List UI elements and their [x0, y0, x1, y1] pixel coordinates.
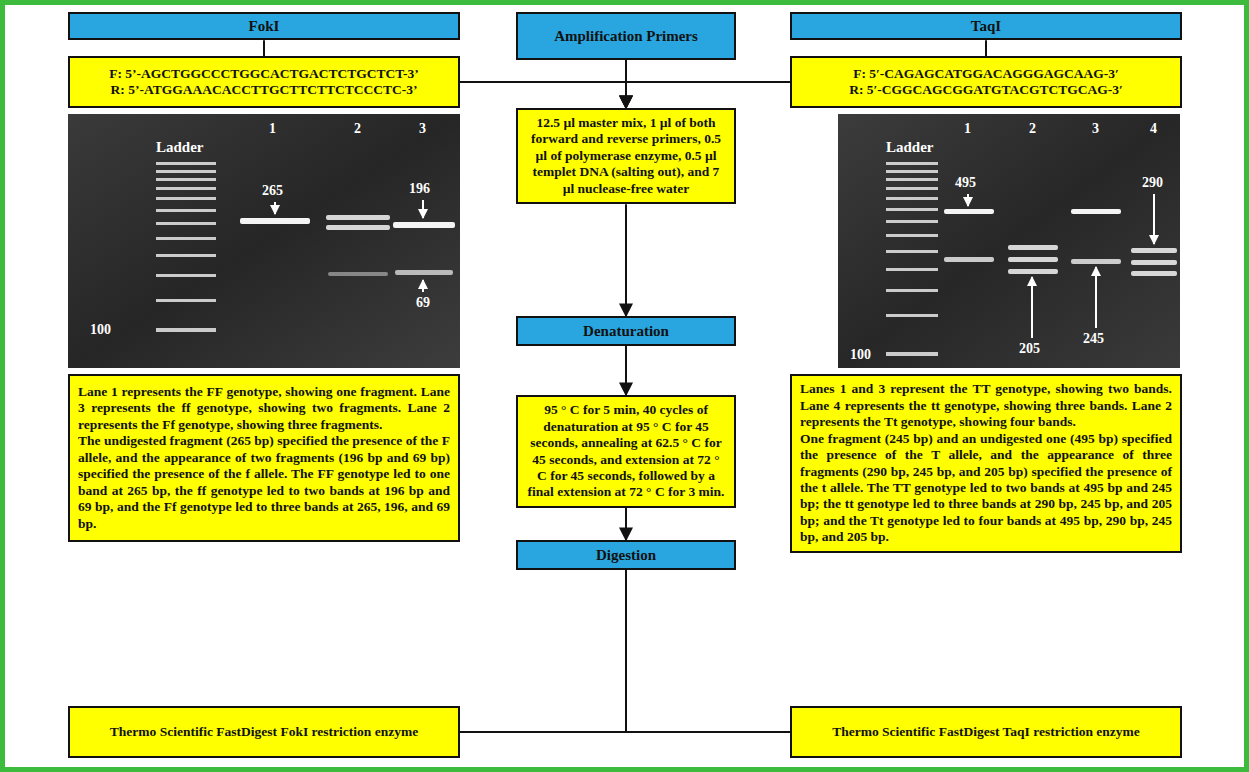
gel-image: [68, 114, 460, 368]
gel-label: 1: [964, 122, 971, 136]
gel-label: 69: [416, 296, 430, 310]
gel-label: Ladder: [156, 140, 204, 155]
header-box: TaqI: [790, 12, 1182, 40]
primer-box: F: 5’-AGCTGGCCCTGGCACTGACTCTGCTCT-3’R: 5…: [68, 56, 460, 108]
box-text: The undigested fragment (265 bp) specifi…: [78, 433, 450, 532]
flow-connector: [626, 82, 790, 108]
header-box: Denaturation: [516, 316, 736, 346]
flow-connector: [263, 40, 265, 56]
box-text: 12.5 µl master mix, 1 µl of both forward…: [526, 115, 726, 197]
box-text: Thermo Scientific FastDigest TaqI restri…: [800, 724, 1172, 740]
header-box: Amplification Primers: [516, 12, 736, 60]
gel-label: 3: [1092, 122, 1099, 136]
flow-connector: [985, 40, 987, 56]
gel-label: 2: [1029, 122, 1036, 136]
box-text: Lanes 1 and 3 represent the TT genotype,…: [800, 381, 1172, 430]
box-text: R: 5’-ATGGAAACACCTTGCTTCTTCTCCCTC-3’: [78, 82, 450, 98]
box-text: Lane 1 represents the FF genotype, showi…: [78, 384, 450, 433]
header-box: Digestion: [516, 540, 736, 570]
box-text: F: 5’-AGCTGGCCCTGGCACTGACTCTGCTCT-3’: [78, 66, 450, 82]
note-box: Lane 1 represents the FF genotype, showi…: [68, 374, 460, 542]
box-text: TaqI: [798, 17, 1174, 35]
enzyme-box: Thermo Scientific FastDigest TaqI restri…: [790, 706, 1182, 758]
gel-label: 2: [354, 122, 361, 136]
gel-label: 196: [409, 182, 430, 196]
box-text: Thermo Scientific FastDigest FokI restri…: [78, 724, 450, 740]
box-text: F: 5′-CAGAGCATGGACAGGGAGCAAG-3′: [800, 66, 1172, 82]
flow-connector: [460, 570, 626, 732]
gel-label: 3: [419, 122, 426, 136]
box-text: Digestion: [524, 546, 728, 564]
gel-label: 205: [1019, 342, 1040, 356]
process-box: 95 ° C for 5 min, 40 cycles of denaturat…: [516, 395, 736, 508]
gel-label: 100: [850, 348, 871, 362]
flow-connector: [625, 204, 627, 316]
flow-connector: [625, 508, 627, 540]
gel-label: Ladder: [886, 140, 934, 155]
gel-label: 245: [1083, 332, 1104, 346]
gel-label: 290: [1142, 176, 1163, 190]
header-box: FokI: [68, 12, 460, 40]
flow-connector: [460, 82, 626, 108]
box-text: One fragment (245 bp) and an undigested …: [800, 431, 1172, 546]
primer-box: F: 5′-CAGAGCATGGACAGGGAGCAAG-3′R: 5′-CGG…: [790, 56, 1182, 108]
box-text: R: 5′-CGGCAGCGGATGTACGTCTGCAG-3′: [800, 82, 1172, 98]
enzyme-box: Thermo Scientific FastDigest FokI restri…: [68, 706, 460, 758]
box-text: 95 ° C for 5 min, 40 cycles of denaturat…: [526, 402, 726, 501]
gel-label: 495: [955, 176, 976, 190]
process-box: 12.5 µl master mix, 1 µl of both forward…: [516, 108, 736, 204]
gel-label: 100: [90, 323, 111, 337]
box-text: Denaturation: [524, 322, 728, 340]
gel-label: 4: [1150, 122, 1157, 136]
box-text: Amplification Primers: [524, 27, 728, 45]
gel-label: 1: [269, 122, 276, 136]
flow-connector: [626, 570, 790, 732]
box-text: FokI: [76, 17, 452, 35]
flow-connector: [625, 346, 627, 395]
note-box: Lanes 1 and 3 represent the TT genotype,…: [790, 374, 1182, 553]
gel-label: 265: [262, 184, 283, 198]
